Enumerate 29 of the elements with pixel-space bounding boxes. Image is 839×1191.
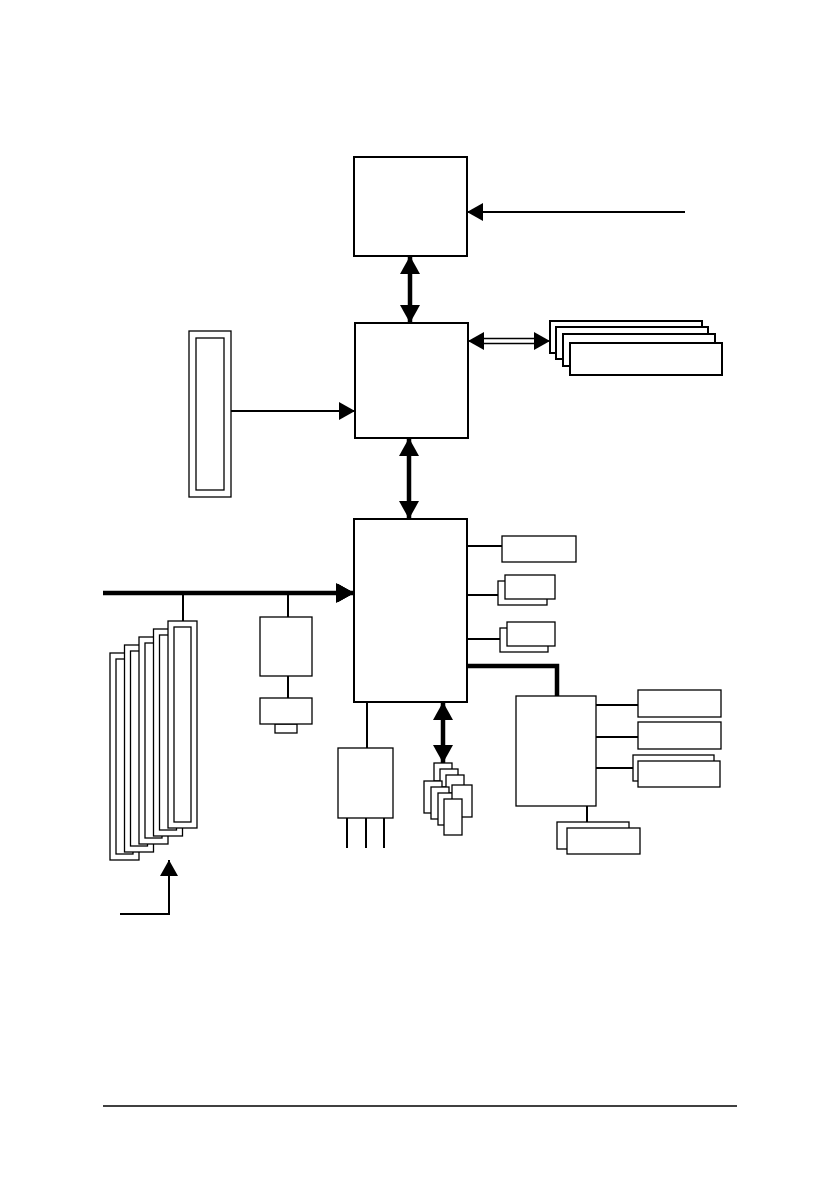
- connector-drawing: [260, 698, 312, 733]
- arrow: [103, 583, 354, 603]
- chip-box: [354, 519, 467, 702]
- connector-line: [467, 663, 560, 696]
- chip-box: [354, 157, 467, 256]
- block-box: [638, 722, 721, 749]
- arrow: [119, 859, 178, 915]
- arrow: [400, 256, 420, 323]
- connector-line: [287, 675, 289, 699]
- connector-line: [346, 817, 348, 849]
- slot-drawing: [110, 621, 197, 860]
- block-box: [338, 748, 393, 818]
- stacked-boxes: [633, 755, 720, 787]
- stacked-boxes: [424, 763, 472, 835]
- stacked-boxes: [498, 575, 555, 605]
- block-box: [638, 690, 721, 717]
- chip-box: [355, 323, 468, 438]
- module-stack: [550, 321, 722, 375]
- slot-drawing: [189, 331, 231, 497]
- block-box: [260, 617, 312, 676]
- arrow: [399, 438, 419, 519]
- arrow: [433, 702, 453, 763]
- block-box: [502, 536, 576, 562]
- connector-line: [383, 817, 385, 849]
- stacked-boxes: [500, 622, 555, 652]
- stacked-boxes: [557, 822, 640, 854]
- chip-box: [516, 696, 596, 806]
- connector-line: [366, 701, 368, 749]
- connector-line: [365, 817, 367, 849]
